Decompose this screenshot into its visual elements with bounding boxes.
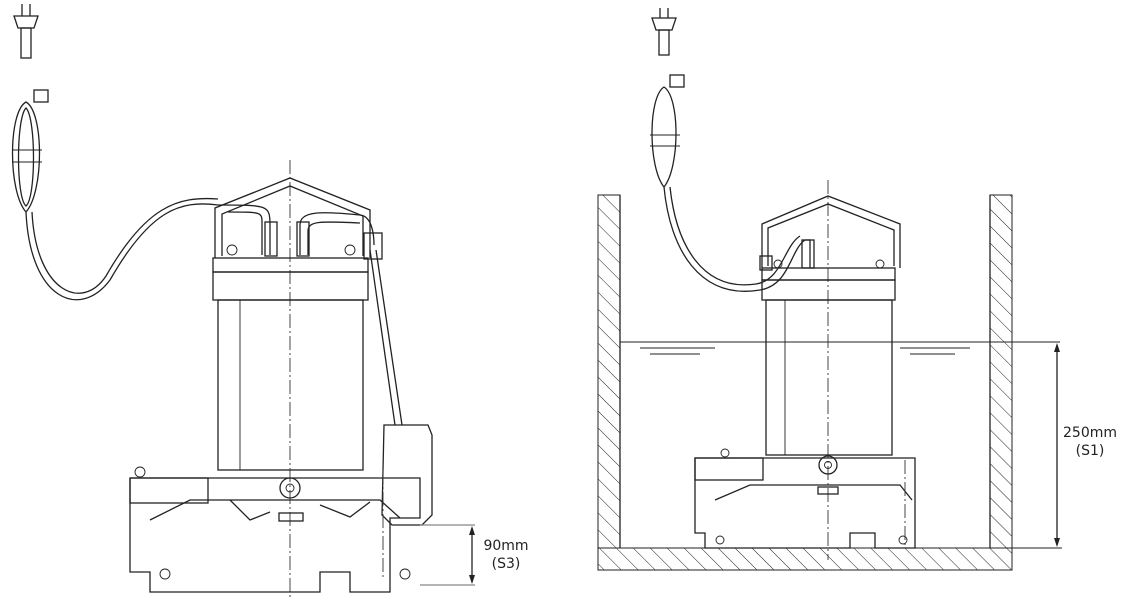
dimension-value: 250mm	[1063, 425, 1117, 441]
sump-pit	[597, 194, 1013, 571]
motor-head	[212, 257, 369, 273]
dimension-label-90mm: 90mm (S3)	[476, 537, 536, 573]
operating-mode: (S3)	[491, 556, 521, 572]
left-pump-drawing	[11, 4, 433, 600]
water-level	[620, 341, 1060, 355]
right-pump-drawing	[650, 8, 916, 560]
coiled-cable	[11, 101, 219, 301]
dimension-label-250mm: 250mm (S1)	[1058, 424, 1122, 460]
pump-base	[129, 477, 421, 593]
operating-mode: (S1)	[1075, 443, 1105, 459]
handle-cover	[214, 177, 371, 258]
dimension-250mm	[1012, 343, 1062, 549]
dimension-value: 90mm	[483, 538, 529, 554]
float-cable	[369, 249, 396, 426]
plug-icon	[13, 4, 49, 103]
motor-body	[217, 299, 364, 471]
plug-icon	[651, 8, 685, 88]
float-switch	[381, 424, 433, 526]
dimension-90mm	[420, 524, 475, 586]
